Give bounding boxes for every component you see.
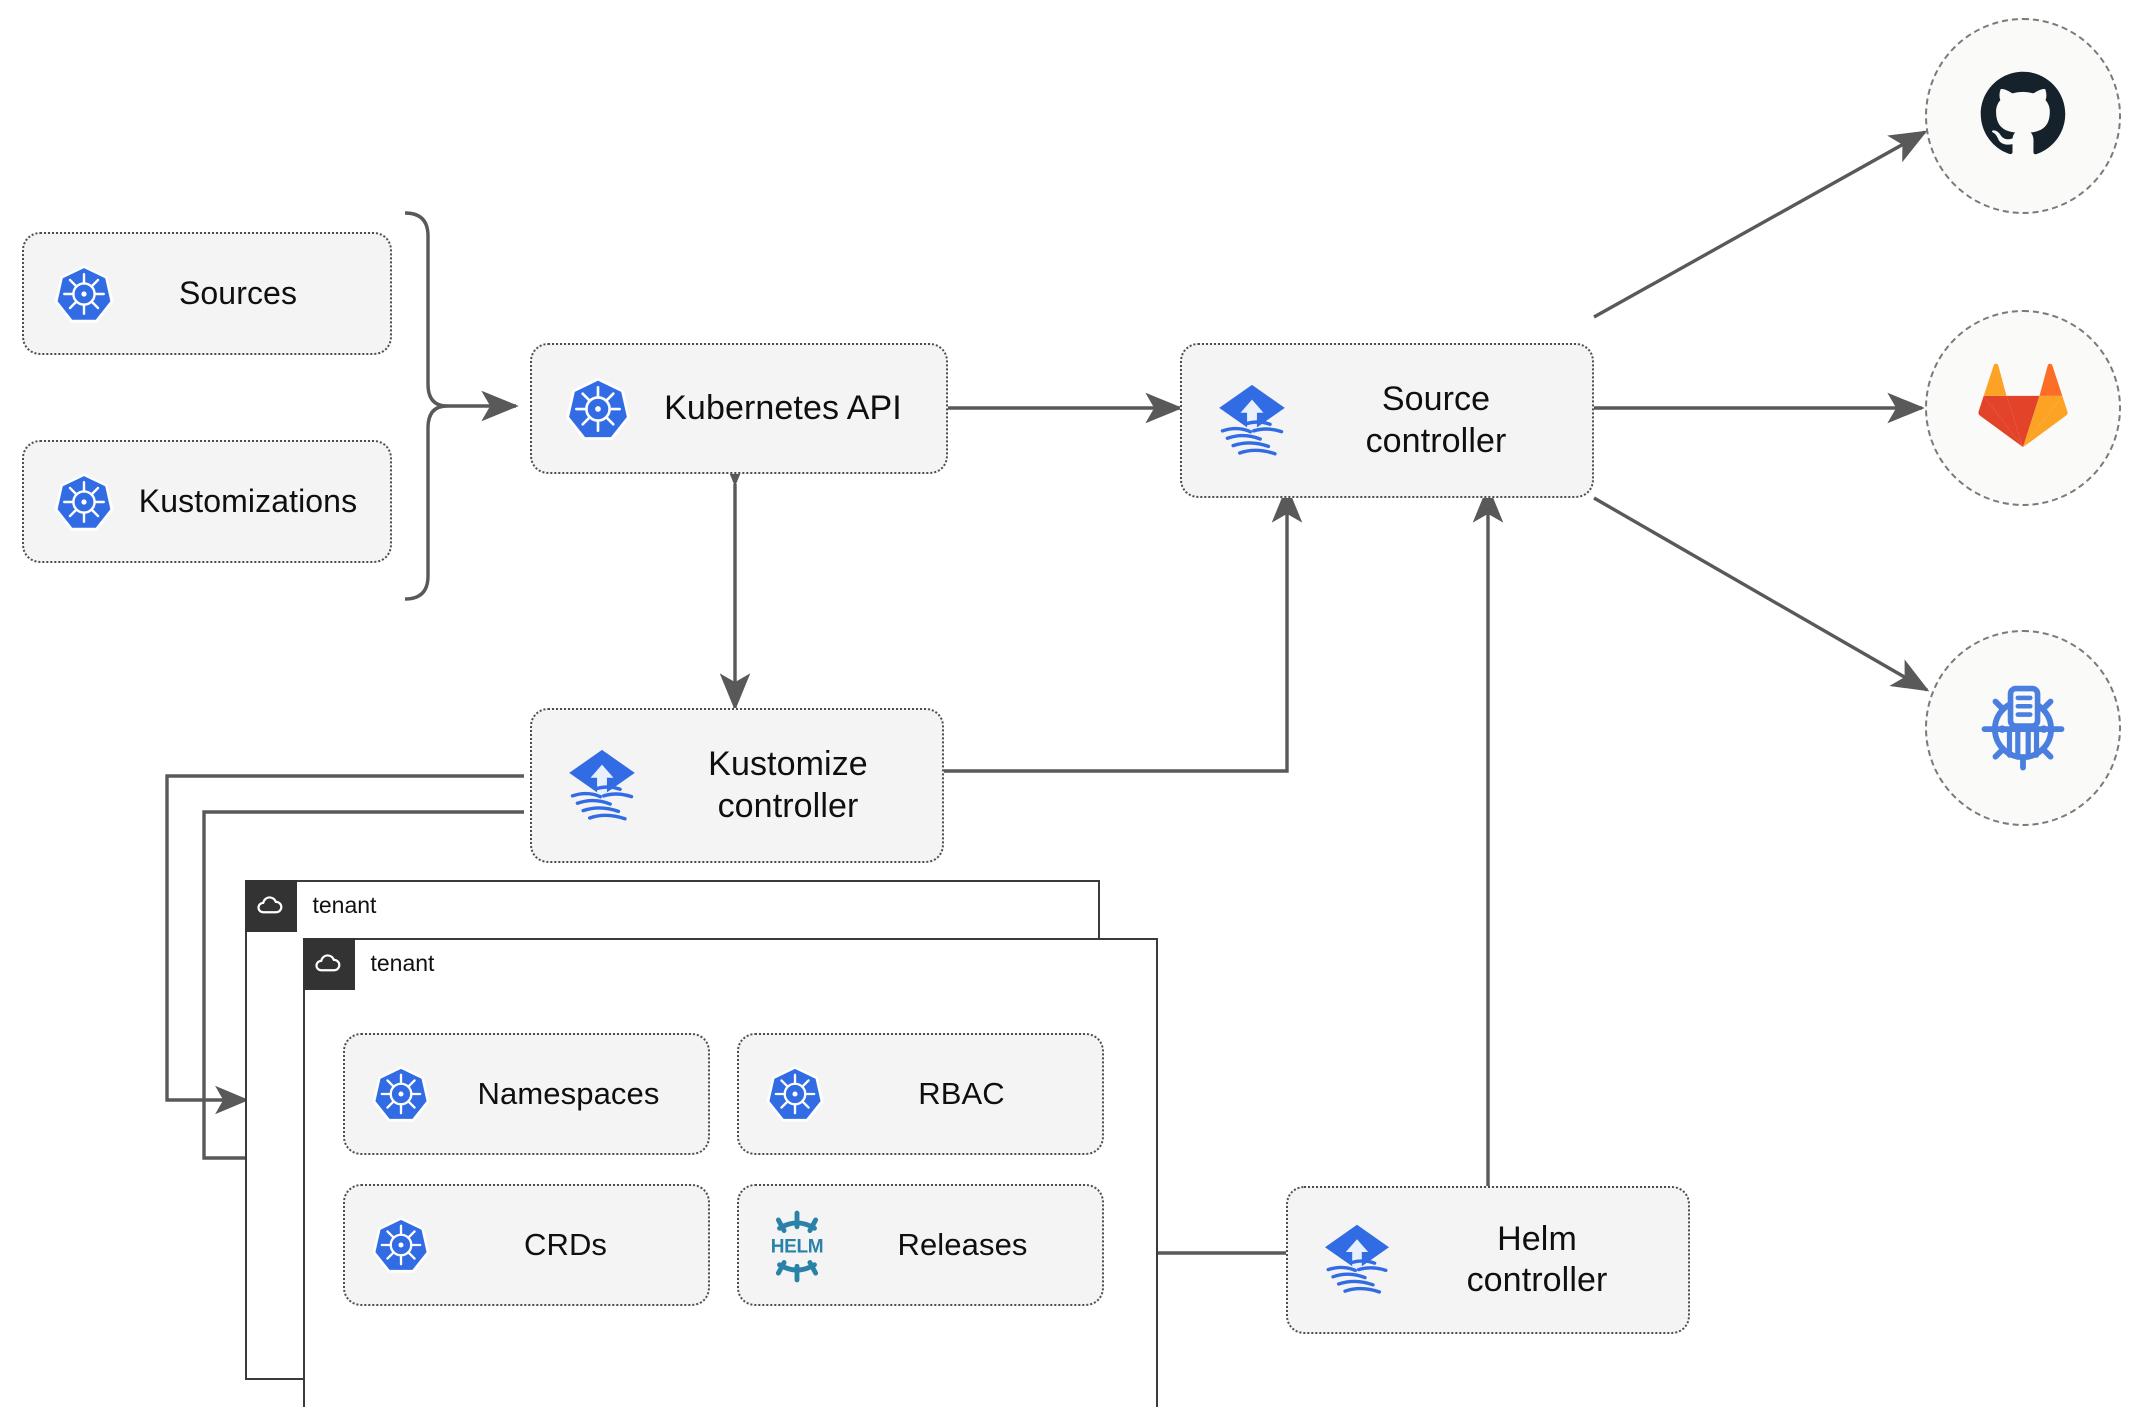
node-crds-label: CRDs (523, 1227, 608, 1263)
node-kustomizations-label: Kustomizations (138, 482, 358, 519)
flux-icon (1196, 380, 1308, 462)
github-icon (1975, 66, 2071, 167)
edge-source-to-github (1593, 130, 1928, 319)
kubernetes-icon (36, 470, 132, 534)
provider-helm-repo[interactable] (1925, 630, 2121, 826)
provider-gitlab[interactable] (1925, 310, 2121, 506)
node-releases[interactable]: HELM Releases (737, 1184, 1104, 1306)
cloud-icon (302, 937, 355, 990)
node-namespaces-label: Namespaces (477, 1076, 660, 1112)
node-source-controller[interactable]: Source controller (1180, 343, 1594, 498)
kubernetes-icon (355, 1214, 447, 1276)
edge-kustomize-to-source-controller (944, 485, 1303, 773)
helm-icon: HELM (749, 1207, 845, 1283)
node-helm-controller-label: Helm controller (1466, 1219, 1608, 1299)
cloud-icon (244, 879, 297, 932)
gitlab-icon (1977, 363, 2069, 454)
kubernetes-icon (355, 1063, 447, 1125)
node-kustomize-controller[interactable]: Kustomize controller (530, 708, 944, 863)
kubernetes-icon (546, 374, 650, 444)
node-kustomizations[interactable]: Kustomizations (22, 440, 392, 563)
helm-chart-icon (1971, 674, 2075, 783)
node-rbac[interactable]: RBAC (737, 1033, 1104, 1155)
flux-icon (1302, 1220, 1412, 1300)
node-source-controller-label: Source controller (1365, 380, 1507, 460)
node-releases-label: Releases (897, 1227, 1028, 1263)
node-helm-controller[interactable]: Helm controller (1286, 1186, 1690, 1334)
node-sources[interactable]: Sources (22, 232, 392, 355)
tenant-front-label: tenant (370, 950, 435, 976)
node-namespaces[interactable]: Namespaces (343, 1033, 710, 1155)
node-rbac-label: RBAC (918, 1076, 1005, 1112)
tenant-front-header: tenant (302, 937, 435, 990)
node-kubernetes-api[interactable]: Kubernetes API (530, 343, 948, 474)
tenant-back-label: tenant (312, 892, 377, 918)
node-kubernetes-api-label: Kubernetes API (664, 388, 902, 427)
svg-text:HELM: HELM (771, 1237, 824, 1258)
tenant-back-header: tenant (244, 879, 377, 932)
flux-icon (546, 745, 658, 827)
provider-github[interactable] (1925, 18, 2121, 214)
edge-source-to-helm-repo (1593, 496, 1930, 692)
grouping-brace (404, 211, 449, 601)
tenant-frame-front[interactable]: tenant (302, 937, 1158, 1407)
node-kustomize-controller-label: Kustomize controller (708, 745, 868, 825)
kubernetes-icon (36, 262, 132, 326)
node-sources-label: Sources (178, 274, 298, 311)
node-crds[interactable]: CRDs (343, 1184, 710, 1306)
kubernetes-icon (749, 1063, 841, 1125)
